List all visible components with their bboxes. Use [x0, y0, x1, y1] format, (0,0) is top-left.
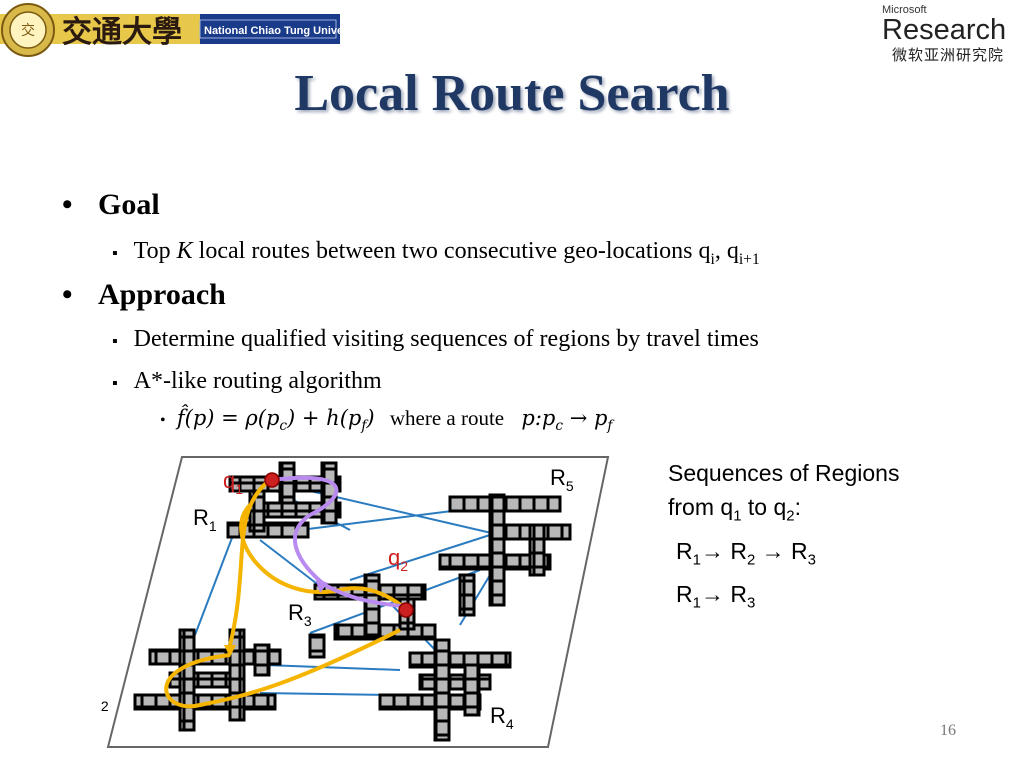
bullet-formula: • f̂(p) = ρ(pc) + h(pf) where a route p:…	[160, 406, 612, 434]
bullet-approach-sub1: ▪ Determine qualified visiting sequences…	[112, 326, 759, 353]
sequence-1: R1→ R2 → R3	[676, 537, 816, 569]
square-bullet: ▪	[112, 245, 118, 262]
sequences-heading-line2: from q1 to q2:	[668, 494, 801, 525]
square-bullet: ▪	[112, 333, 118, 350]
bullet-dot: •	[160, 412, 166, 429]
label-r2: R2	[100, 685, 109, 714]
purple-route	[271, 475, 411, 609]
bullet-dot: •	[62, 188, 73, 221]
nctu-seal-glyph: 交	[21, 22, 35, 39]
bullet-goal-label: Goal	[98, 188, 160, 221]
bullet-approach-sub2: ▪ A*-like routing algorithm	[112, 368, 382, 395]
bullet-dot: •	[62, 278, 73, 311]
bullet-approach-label: Approach	[98, 278, 226, 311]
goal-sub-text: Top K local routes between two consecuti…	[133, 238, 760, 268]
approach-sub2-text: A*-like routing algorithm	[133, 368, 382, 394]
ms-brand: Microsoft	[882, 4, 927, 16]
orange-route-r2-r3	[164, 628, 401, 709]
nctu-logo-text: 交通大學	[62, 15, 182, 50]
slide-title: Local Route Search	[294, 65, 730, 122]
page-number: 16	[940, 722, 956, 739]
region-r4	[378, 638, 512, 742]
square-bullet: ▪	[112, 375, 118, 392]
approach-sub1-text: Determine qualified visiting sequences o…	[133, 326, 759, 352]
q1-marker	[264, 472, 280, 488]
label-r3: R3	[288, 600, 312, 629]
sequence-2: R1→ R3	[676, 581, 756, 612]
bullet-goal: • Goal	[62, 188, 160, 222]
label-q2: q2	[388, 545, 408, 574]
label-r4: R4	[490, 703, 514, 732]
nctu-name-text: National Chiao Tung University	[204, 25, 340, 37]
bullet-goal-sub: ▪ Top K local routes between two consecu…	[112, 238, 760, 269]
formula: f̂(p) = ρ(pc) + h(pf)	[176, 406, 375, 435]
microsoft-research-logo: Microsoft Research 微软亚洲研究院	[882, 4, 1022, 64]
region-route-diagram: q1 q2 R1 R2 R3 R4 R5	[100, 456, 610, 748]
label-r1: R1	[193, 505, 217, 534]
label-q1: q1	[223, 468, 243, 497]
nctu-banner: 交 交通大學 National Chiao Tung University	[0, 3, 340, 57]
q2-marker	[398, 602, 414, 618]
bullet-approach: • Approach	[62, 278, 226, 312]
sequences-panel: Sequences of Regions from q1 to q2: R1→ …	[668, 456, 1008, 621]
where-text: where a route	[389, 406, 505, 430]
ms-research: Research	[882, 14, 1007, 46]
ms-chinese: 微软亚洲研究院	[892, 46, 1005, 64]
label-r5: R5	[550, 465, 574, 494]
sequences-heading-line1: Sequences of Regions	[668, 460, 900, 486]
route-expression: p:pc → pf	[521, 406, 613, 435]
region-r5	[438, 493, 572, 617]
